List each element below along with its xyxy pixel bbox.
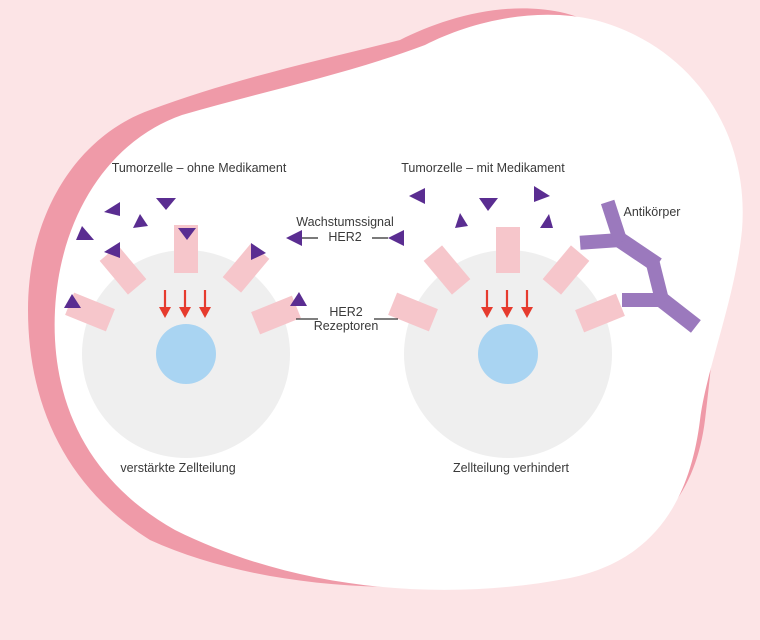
right-cell bbox=[388, 186, 625, 458]
her2-receptor bbox=[99, 245, 147, 295]
free-signals bbox=[76, 198, 176, 240]
right-title: Tumorzelle – mit Medikament bbox=[401, 161, 565, 175]
antibody bbox=[579, 199, 662, 272]
legend-signal-right bbox=[388, 230, 404, 246]
division-arrows bbox=[159, 290, 211, 318]
her2-receptor bbox=[251, 295, 301, 335]
growth-signal bbox=[479, 198, 498, 211]
right-caption: Zellteilung verhindert bbox=[453, 461, 570, 475]
signal-label: Wachstumssignal bbox=[296, 215, 394, 229]
growth-signal bbox=[156, 198, 176, 210]
her2-receptor bbox=[575, 293, 625, 333]
signal-legend: Wachstumssignal HER2 bbox=[286, 215, 404, 246]
red-arrow-head bbox=[501, 307, 513, 318]
her2-receptor bbox=[388, 292, 438, 332]
left-cell bbox=[64, 198, 307, 458]
left-caption: verstärkte Zellteilung bbox=[120, 461, 235, 475]
growth-signal bbox=[104, 202, 120, 216]
red-arrow-head bbox=[481, 307, 493, 318]
growth-signal bbox=[133, 214, 148, 228]
legend-signal-left bbox=[286, 230, 302, 246]
bound-signals bbox=[64, 228, 307, 308]
growth-signal bbox=[251, 243, 266, 260]
growth-signal bbox=[104, 242, 120, 258]
left-title: Tumorzelle – ohne Medikament bbox=[112, 161, 287, 175]
receptor-label: Rezeptoren bbox=[314, 319, 379, 333]
her2-receptor bbox=[423, 245, 471, 295]
antibody-label: Antikörper bbox=[624, 205, 681, 219]
growth-signal bbox=[178, 228, 196, 240]
receptor-legend: HER2 Rezeptoren bbox=[296, 305, 398, 333]
red-arrow-head bbox=[159, 307, 171, 318]
red-arrow-head bbox=[521, 307, 533, 318]
her2-receptor bbox=[542, 245, 590, 295]
growth-signal bbox=[409, 188, 425, 204]
division-arrows bbox=[481, 290, 533, 318]
growth-signal bbox=[540, 214, 553, 228]
her2-receptor bbox=[65, 292, 115, 332]
her2-receptor bbox=[496, 227, 520, 273]
growth-signal bbox=[534, 186, 550, 202]
antibody bbox=[622, 259, 701, 333]
receptor-her2-label: HER2 bbox=[329, 305, 362, 319]
nucleus bbox=[478, 324, 538, 384]
growth-signal bbox=[290, 292, 307, 306]
growth-signal bbox=[455, 213, 468, 228]
nucleus bbox=[156, 324, 216, 384]
red-arrow-head bbox=[199, 307, 211, 318]
growth-signal bbox=[64, 294, 81, 308]
signal-her2-label: HER2 bbox=[328, 230, 361, 244]
growth-signal bbox=[76, 226, 94, 240]
receptor-group bbox=[388, 227, 625, 333]
free-signals bbox=[409, 186, 553, 228]
red-arrow-head bbox=[179, 307, 191, 318]
